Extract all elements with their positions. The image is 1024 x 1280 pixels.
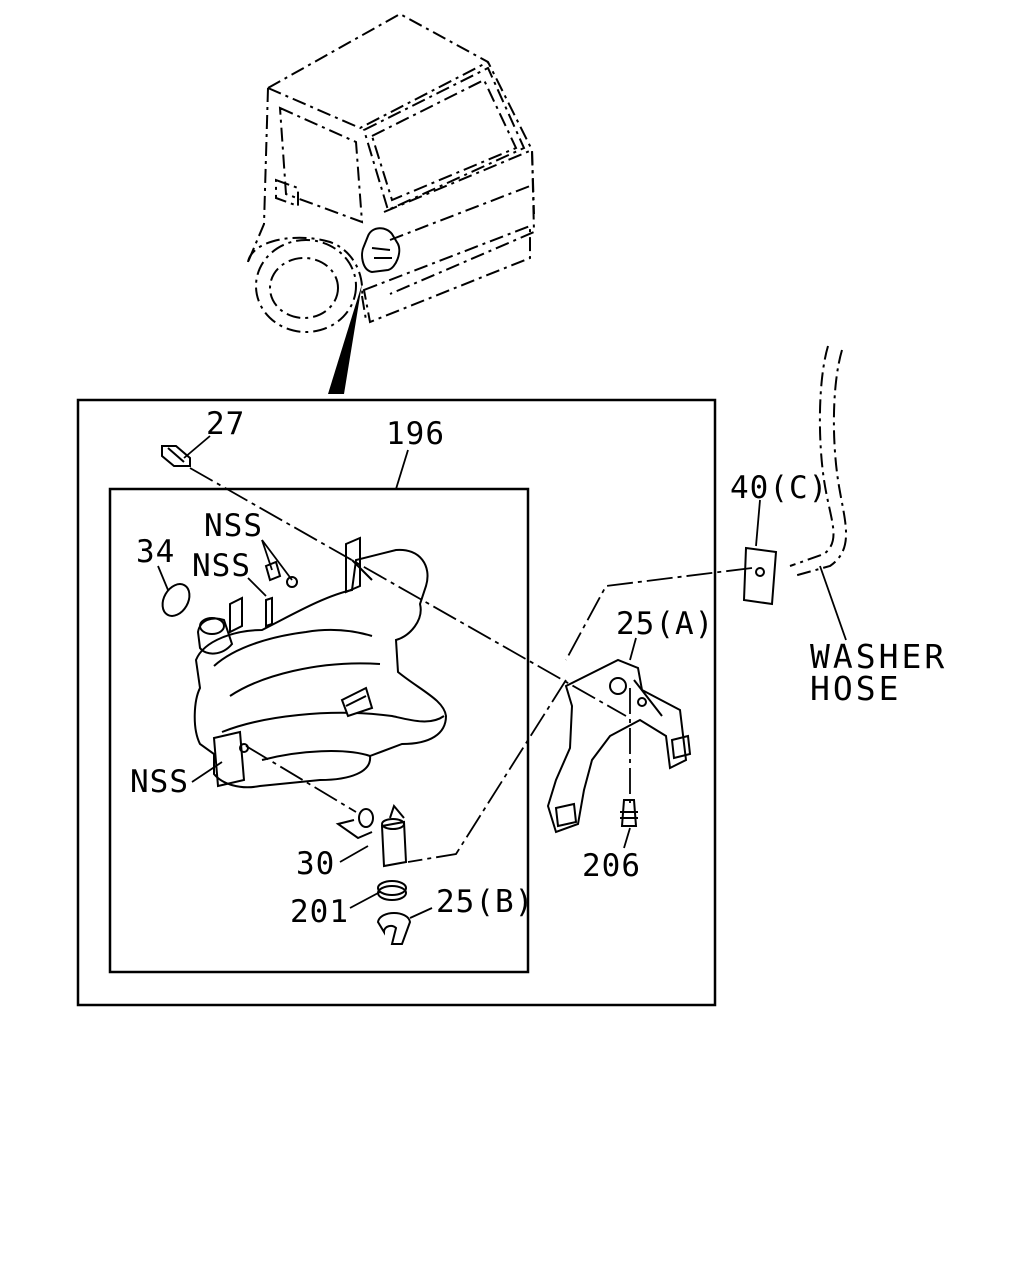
callout-30: 30 — [296, 846, 335, 882]
callout-27: 27 — [206, 406, 245, 442]
cab-tank-location — [361, 227, 401, 274]
washer-hose-label-line1: WASHER — [810, 637, 947, 676]
callout-40c: 40(C) — [730, 470, 828, 506]
bracket — [546, 658, 692, 834]
callout-nss-middle: NSS — [192, 548, 251, 584]
callout-34: 34 — [136, 534, 175, 570]
callout-196: 196 — [386, 416, 445, 452]
detail-frame-inner — [108, 487, 530, 974]
truck-cab-illustration — [247, 12, 536, 333]
callout-nss-upper: NSS — [204, 508, 263, 544]
phantom-lines — [189, 467, 753, 863]
callout-201: 201 — [290, 894, 349, 930]
detail-pointer — [328, 284, 362, 394]
detail-frame-outer — [76, 398, 717, 1007]
fittings — [161, 445, 638, 945]
callout-25b: 25(B) — [436, 884, 534, 920]
hose-plate — [742, 546, 778, 606]
leader-lines — [157, 435, 847, 919]
callout-206: 206 — [582, 848, 641, 884]
washer-tank — [193, 536, 448, 789]
washer-hose-label-line2: HOSE — [810, 669, 901, 708]
washer-hose — [789, 345, 848, 577]
callout-nss-lower: NSS — [130, 764, 189, 800]
callout-25a: 25(A) — [616, 606, 714, 642]
